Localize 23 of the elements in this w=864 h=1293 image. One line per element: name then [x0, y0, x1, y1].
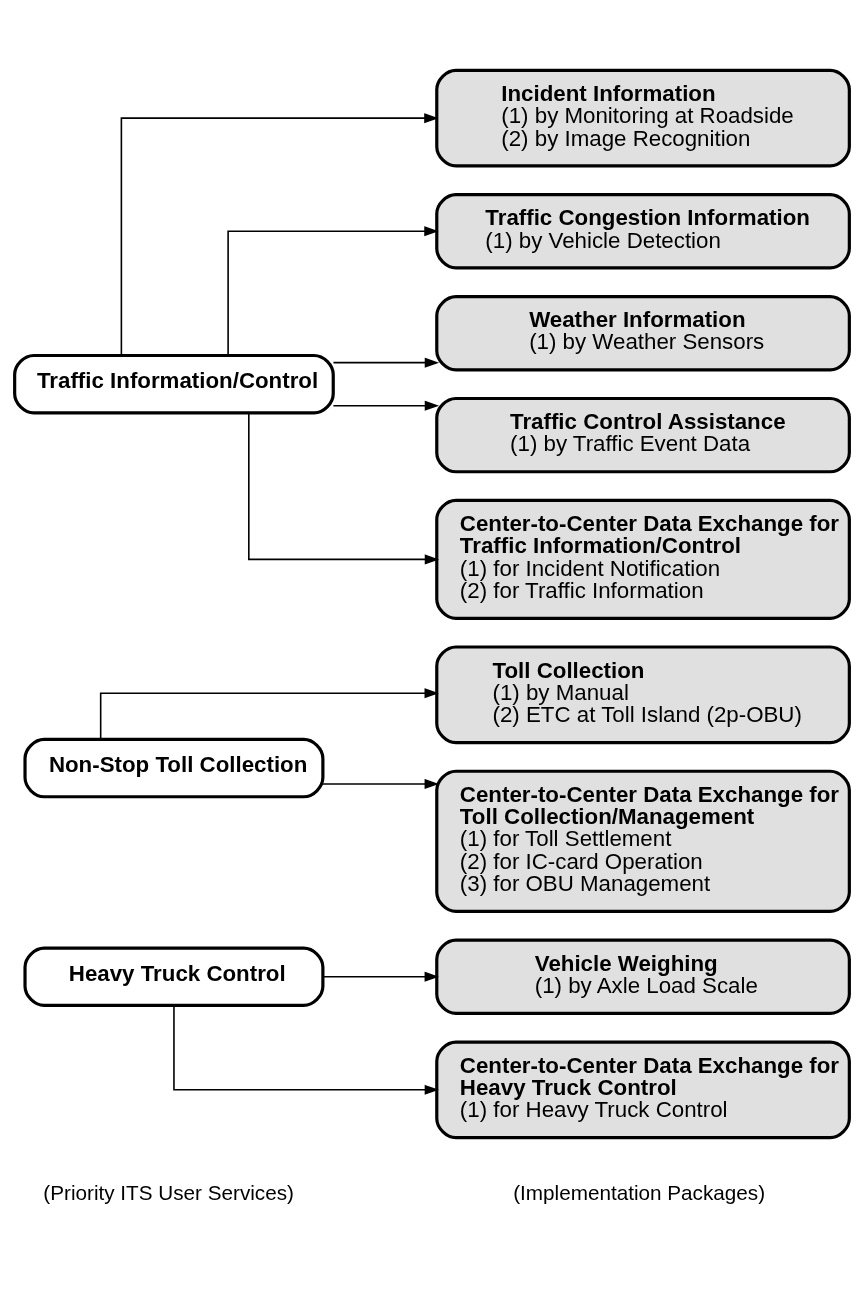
arrow — [332, 357, 440, 368]
node-box: Heavy Truck Control — [23, 945, 325, 1007]
node-box: Toll Collection (1) by Manual (2) ETC at Toll Island (2p-OBU) — [435, 644, 851, 744]
node-box: Incident Information (1) by Monitoring at Roadside (2) by Image Recognition — [435, 68, 851, 168]
node-box: Traffic Information/Control — [13, 353, 335, 414]
label: (Priority ITS User Services) — [43, 1180, 294, 1204]
arrow — [120, 112, 439, 356]
node-box: Traffic Control Assistance (1) by Traffic Event Data — [435, 396, 851, 473]
node-box: Traffic Congestion Information (1) by Vehicle Detection — [435, 192, 851, 269]
arrow — [173, 1004, 440, 1095]
node-box: Non-Stop Toll Collection — [23, 737, 325, 798]
node-box: Vehicle Weighing (1) by Axle Load Scale — [435, 938, 851, 1015]
arrow — [322, 971, 439, 982]
arrow — [322, 778, 439, 789]
node-box: Center-to-Center Data Exchange for Traffic Information/Control (1) for Incident Notification (2) for Traffic Information — [435, 498, 851, 620]
arrow — [99, 687, 439, 740]
arrow — [332, 400, 440, 411]
node-box: Center-to-Center Data Exchange for Toll Collection/Management (1) for Toll Settlement (2) for IC-card Operation (3) for OBU Management — [435, 769, 851, 913]
label: (Implementation Packages) — [513, 1180, 766, 1204]
node-box: Weather Information (1) by Weather Sensors — [435, 294, 851, 371]
arrow — [227, 225, 439, 356]
arrow — [248, 411, 440, 564]
node-box: Center-to-Center Data Exchange for Heavy Truck Control (1) for Heavy Truck Control — [435, 1039, 851, 1139]
